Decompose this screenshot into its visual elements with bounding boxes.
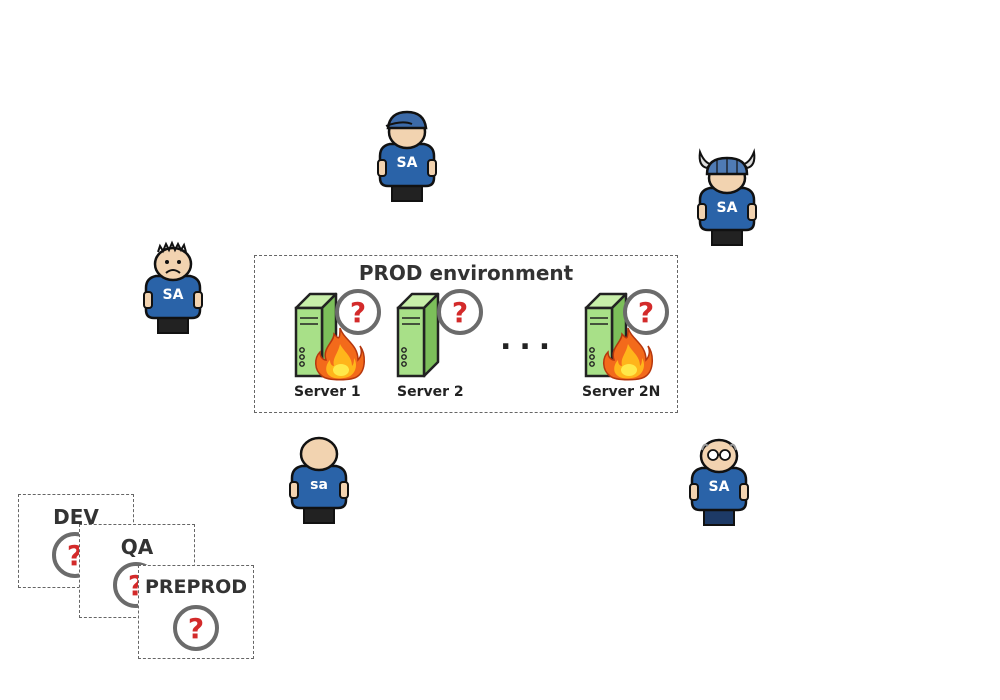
shirt-label: SA — [163, 287, 184, 303]
ellipsis: ... — [500, 322, 559, 357]
sa-person-bald[interactable]: sa — [284, 430, 354, 530]
prod-environment-title: PROD environment — [358, 261, 574, 285]
question-badge-icon: ? — [173, 605, 219, 651]
question-mark: ? — [452, 296, 468, 329]
shirt-label: SA — [397, 155, 418, 171]
sa-person-glasses[interactable]: SA — [684, 432, 754, 532]
person-cap-icon: SA — [377, 110, 437, 202]
server-label: Server 2N — [582, 384, 661, 400]
server-label: Server 1 — [294, 384, 361, 400]
fire-icon — [603, 327, 653, 381]
server-icon — [396, 292, 440, 378]
person-bald-icon: sa — [289, 436, 349, 524]
server-1[interactable]: ? — [290, 288, 381, 383]
person-glasses-icon: SA — [689, 438, 749, 526]
shirt-label: SA — [717, 200, 738, 216]
sa-person-viking[interactable]: SA — [692, 148, 762, 252]
server-2n[interactable]: ? — [580, 288, 670, 383]
question-mark: ? — [350, 296, 366, 329]
person-viking-icon: SA — [697, 148, 757, 246]
question-mark: ? — [638, 296, 654, 329]
shirt-label: sa — [310, 477, 328, 493]
sa-person-cap[interactable]: SA — [372, 108, 442, 208]
env-card-preprod[interactable]: PREPROD ? — [138, 565, 254, 659]
server-2[interactable]: ? — [392, 288, 483, 383]
question-badge-icon: ? — [623, 289, 669, 335]
question-badge-icon: ? — [437, 289, 483, 335]
env-label: PREPROD — [144, 576, 247, 598]
shirt-label: SA — [709, 479, 730, 495]
sa-person-sad[interactable]: SA — [138, 240, 208, 340]
fire-icon — [315, 327, 365, 381]
server-label: Server 2 — [397, 384, 464, 400]
question-badge-icon: ? — [335, 289, 381, 335]
question-mark: ? — [188, 612, 204, 645]
person-sad-icon: SA — [143, 240, 203, 334]
env-label: QA — [120, 535, 154, 559]
